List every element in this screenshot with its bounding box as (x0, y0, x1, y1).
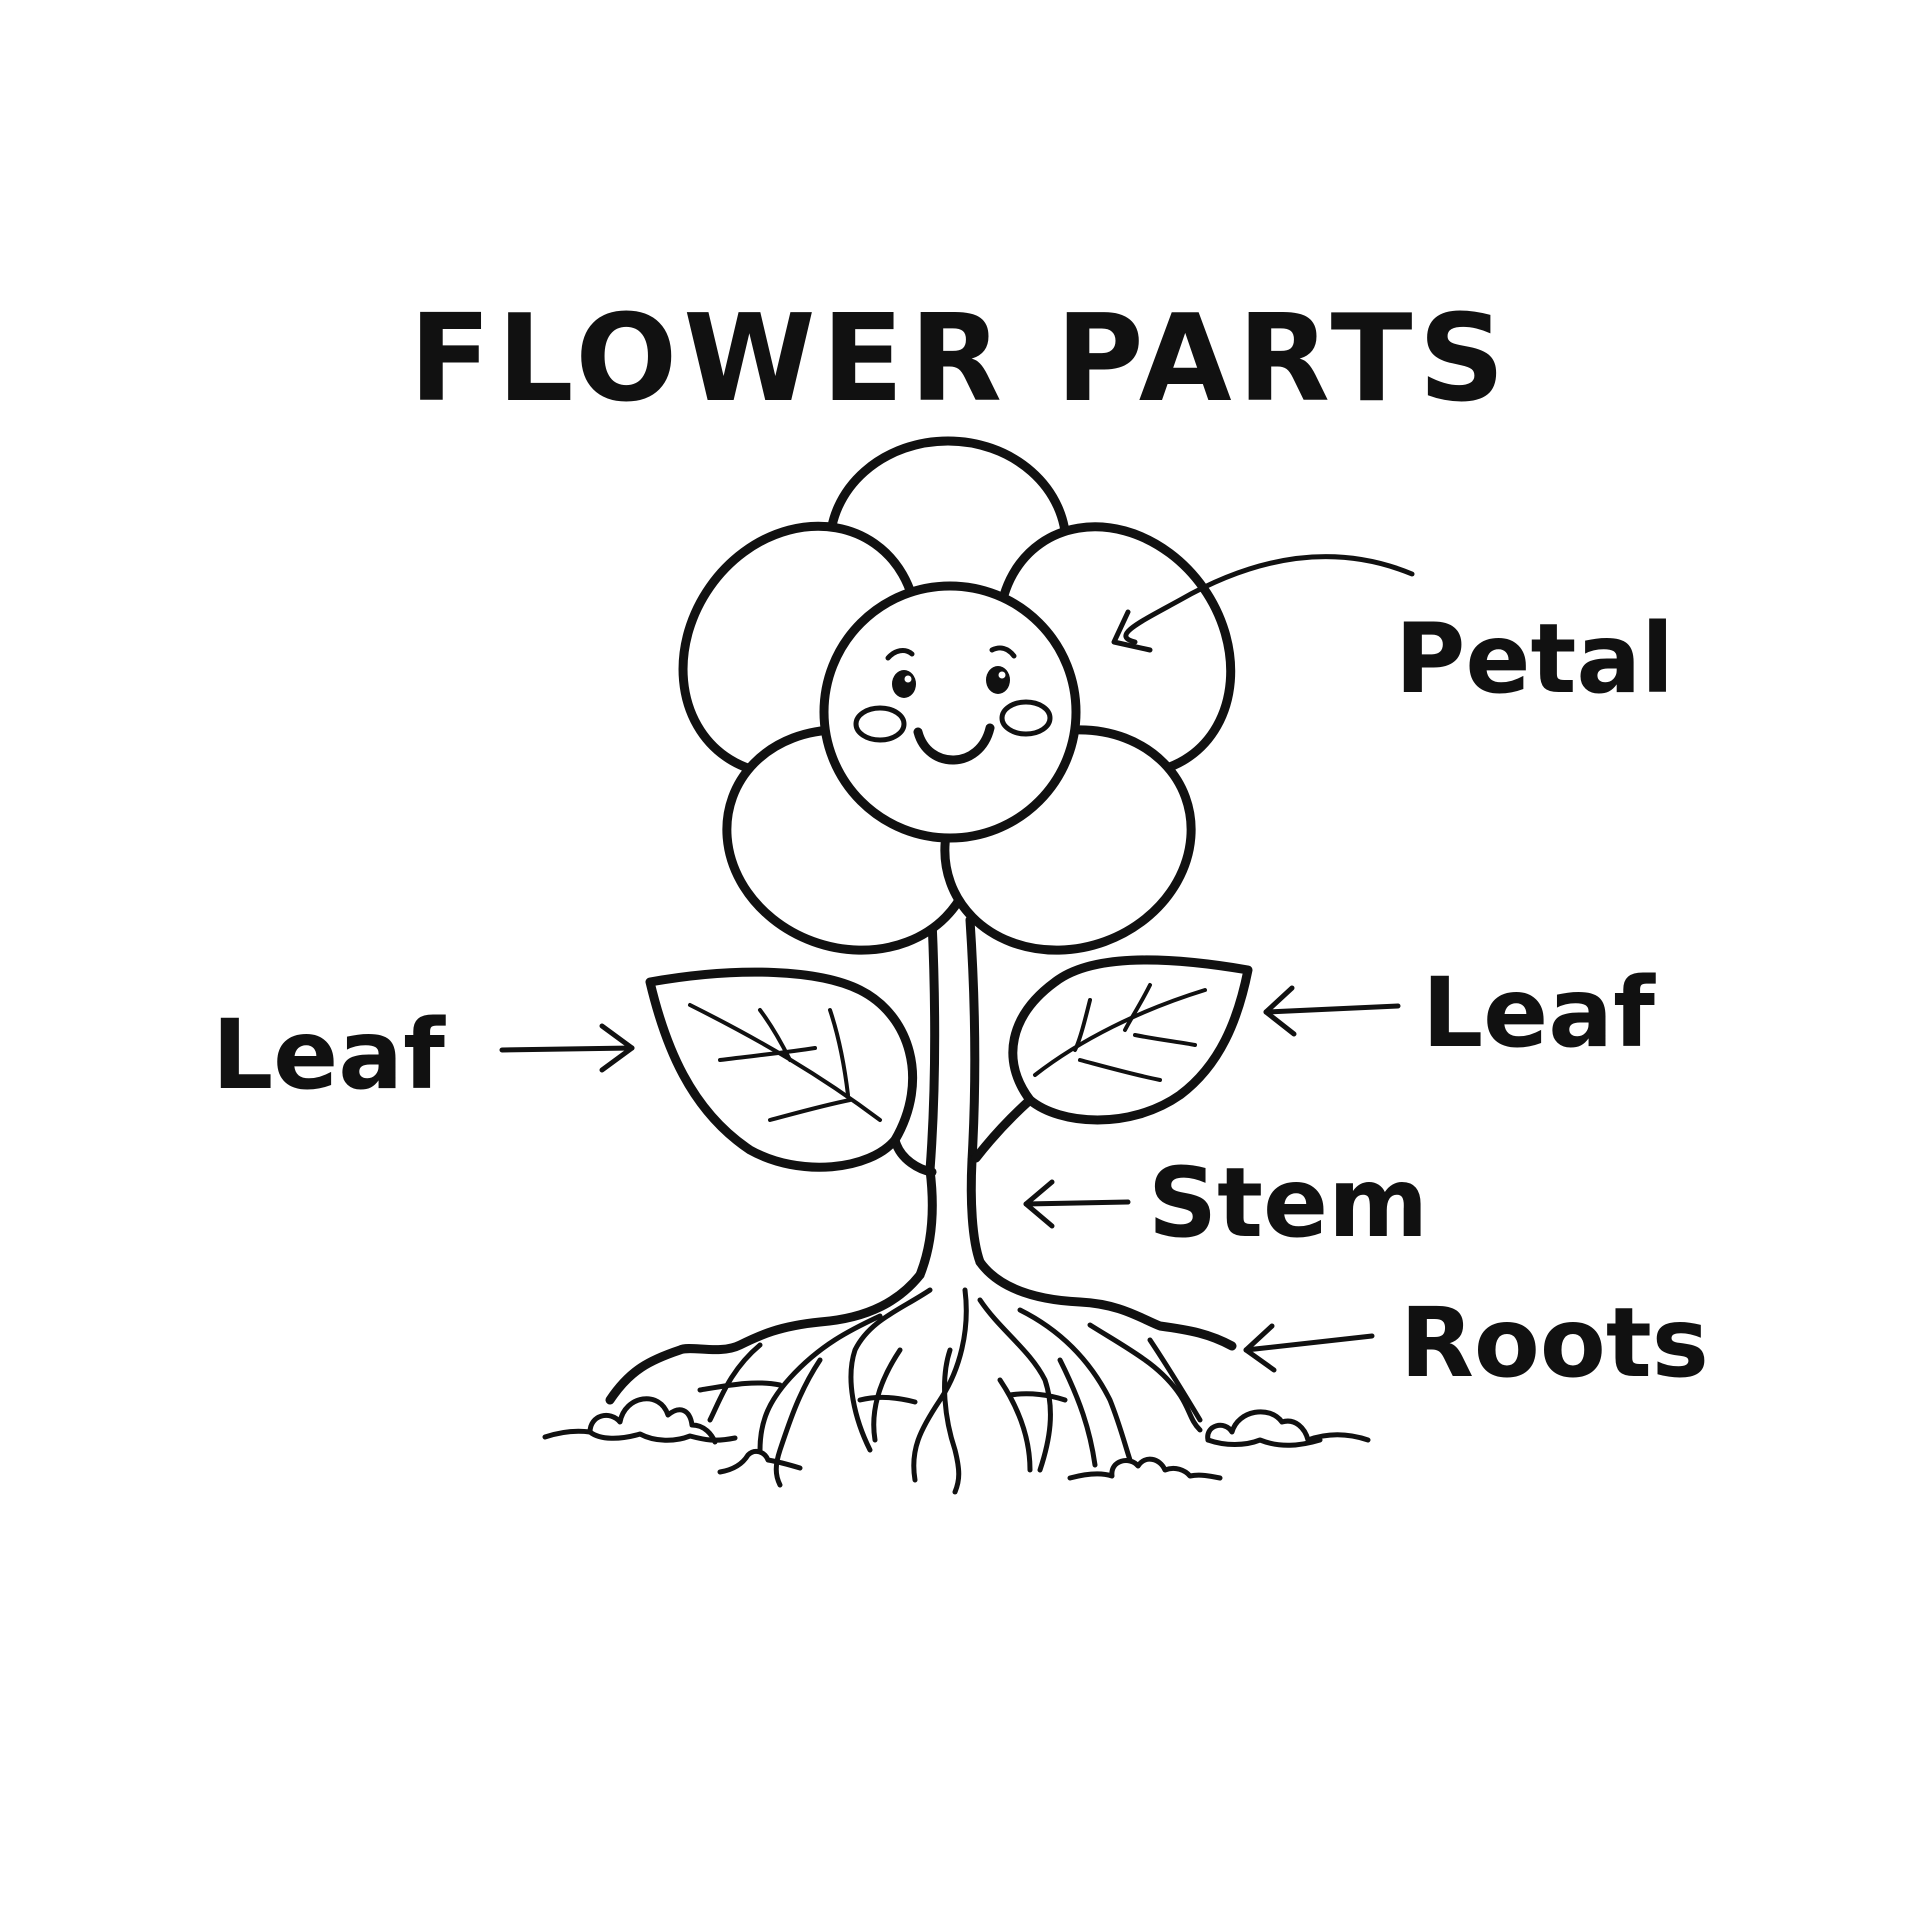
leaf-right-arrow (1263, 1003, 1401, 1015)
leaf-left-callout: Leaf (212, 999, 635, 1111)
ground (542, 1396, 1371, 1481)
leaf-right (971, 955, 1253, 1163)
roots-label: Roots (1400, 1287, 1709, 1399)
smile (913, 723, 995, 765)
petal-callout: Petal (1111, 554, 1674, 715)
flower-face (853, 645, 1053, 765)
roots-arrow (1243, 1333, 1375, 1353)
petal-arrow (1123, 554, 1415, 645)
stem-arrow (1023, 1199, 1131, 1207)
leaf-left-label: Leaf (212, 999, 446, 1111)
stem-callout: Stem (1023, 1147, 1428, 1259)
leaf-left-arrow (499, 1045, 635, 1053)
stem-label: Stem (1148, 1147, 1428, 1259)
roots (605, 1257, 1237, 1495)
flower-head (678, 436, 1236, 955)
left-cheek (853, 705, 907, 743)
leaf-right-callout: Leaf (1263, 957, 1656, 1069)
stem (915, 915, 985, 1280)
leaf-left (645, 967, 937, 1177)
right-cheek (999, 699, 1053, 737)
petal-label: Petal (1395, 603, 1674, 715)
leaf-right-label: Leaf (1422, 957, 1656, 1069)
roots-callout: Roots (1243, 1287, 1709, 1399)
page-title: FLOWER PARTS (409, 290, 1511, 429)
flower-center (819, 581, 1081, 843)
right-eye (986, 666, 1010, 694)
left-eye (892, 670, 916, 698)
